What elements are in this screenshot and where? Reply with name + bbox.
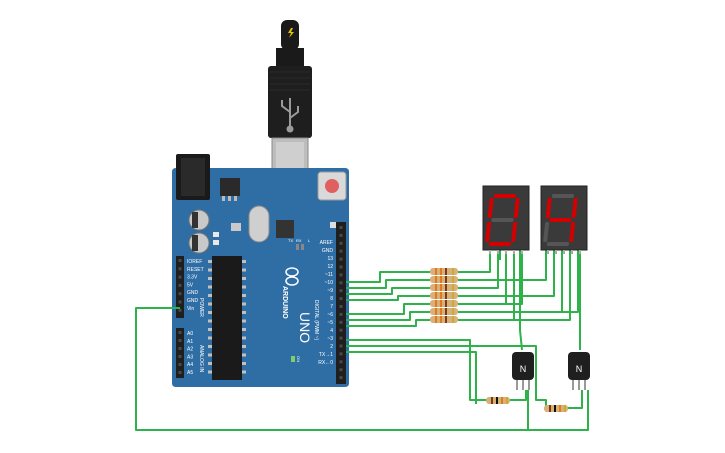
analog-pin-label-4: A4: [187, 362, 193, 368]
analog-pin-label-1: A1: [187, 339, 193, 345]
resistor[interactable]: [430, 292, 458, 299]
npn-transistor-1[interactable]: N: [512, 352, 534, 390]
digital-pin-label-4: ~11: [325, 272, 333, 278]
base-resistor-2[interactable]: [544, 405, 568, 412]
digital-header: [336, 222, 346, 384]
resistor[interactable]: [430, 276, 458, 283]
segment-f: [487, 198, 494, 218]
segment-d: [546, 242, 569, 246]
seven-segment-display-1[interactable]: 0: [0, 0, 530, 254]
brand-label: ARDUINO: [281, 286, 288, 319]
analog-header-title: ANALOG IN: [198, 345, 204, 373]
digital-pin-label-11: 4: [330, 328, 333, 334]
arduino-logo: [285, 267, 299, 286]
resistor[interactable]: [430, 268, 458, 275]
analog-pin-label-0: A0: [187, 331, 193, 337]
usb-chip: [276, 220, 294, 238]
segment-e: [485, 222, 492, 242]
digital-pin-label-0: AREF: [320, 240, 333, 246]
segment-d: [488, 242, 511, 246]
capacitor: [188, 209, 210, 231]
digital-pin-label-10: ~5: [327, 320, 333, 326]
power-pin-label-3: 5V: [187, 282, 194, 288]
led-label-rx: RX: [296, 238, 302, 243]
segment-b: [571, 198, 578, 218]
lightning-icon: [288, 28, 294, 38]
power-header-title: POWER: [198, 298, 204, 317]
power-pin-label-5: GND: [187, 298, 199, 304]
segment-c: [511, 222, 518, 242]
segment-c: [569, 222, 576, 242]
digital-pin-label-12: ~3: [327, 336, 333, 342]
segment-a: [551, 194, 575, 198]
digital-pin-label-13: 2: [330, 344, 333, 350]
npn-transistor-2[interactable]: N: [568, 352, 590, 390]
digital-pin-label-6: ~9: [327, 288, 333, 294]
usb-cable[interactable]: [268, 20, 312, 193]
base-resistor-1[interactable]: [486, 397, 510, 404]
on-led: [291, 356, 295, 362]
segment-g: [549, 218, 572, 222]
power-pin-label-4: GND: [187, 290, 199, 296]
model-label: UNO: [297, 312, 313, 343]
analog-pin-label-5: A5: [187, 370, 193, 376]
reset-button[interactable]: [317, 171, 347, 201]
analog-pin-label-3: A3: [187, 354, 193, 360]
power-pin-label-0: IOREF: [187, 259, 202, 265]
power-pin-label-2: 3.3V: [187, 275, 198, 281]
resistor[interactable]: [430, 300, 458, 307]
led-label-l: L: [308, 238, 311, 243]
digital-pin-label-1: GND: [322, 248, 334, 254]
segment-b: [513, 198, 520, 218]
digital-pin-label-8: 7: [330, 304, 333, 310]
transistor-label-2: N: [576, 364, 583, 374]
digital-header-title: DIGITAL (PWM ~): [313, 300, 319, 340]
resistor[interactable]: [430, 308, 458, 315]
power-header: [176, 256, 184, 318]
resistor-bank[interactable]: [430, 268, 458, 323]
crystal-oscillator: [248, 205, 270, 243]
digital-pin-label-9: ~6: [327, 312, 333, 318]
segment-a: [493, 194, 517, 198]
segment-e: [543, 222, 550, 242]
digital-pin-label-7: 8: [330, 296, 333, 302]
digital-pin-label-2: 13: [327, 256, 333, 262]
digital-pin-label-15: RX←0: [318, 360, 333, 366]
seven-segment-display-2[interactable]: 4: [0, 0, 588, 254]
on-label: ON: [296, 356, 301, 362]
led-label-tx: TX: [288, 238, 293, 243]
wires[interactable]: [135, 250, 589, 431]
atmega-chip: [212, 256, 242, 380]
voltage-regulator: [220, 178, 240, 196]
segment-f: [545, 198, 552, 218]
usb-icon: [281, 98, 299, 133]
power-pin-label-1: RESET: [187, 267, 204, 273]
digital-pin-label-14: TX→1: [319, 352, 333, 358]
capacitor: [188, 232, 210, 254]
resistor[interactable]: [430, 284, 458, 291]
analog-pin-label-2: A2: [187, 347, 193, 353]
digital-pin-label-3: 12: [327, 264, 333, 270]
resistor[interactable]: [430, 316, 458, 323]
transistor-label-1: N: [520, 364, 527, 374]
segment-g: [491, 218, 514, 222]
power-pin-label-6: Vin: [187, 306, 194, 312]
digital-pin-label-5: ~10: [325, 280, 334, 286]
analog-header: [176, 328, 184, 378]
